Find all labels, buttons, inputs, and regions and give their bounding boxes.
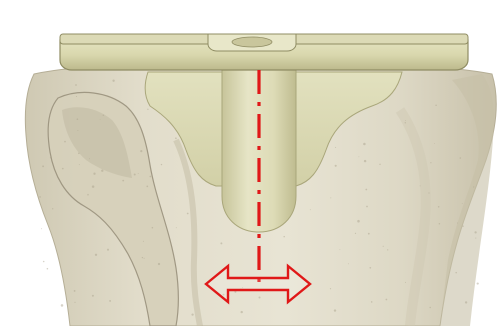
bone-speckle	[152, 227, 154, 229]
bone-speckle	[371, 301, 373, 303]
bone-speckle	[477, 283, 479, 285]
bone-speckle	[93, 173, 95, 175]
bone-speckle	[386, 299, 388, 301]
bone-speckle	[439, 223, 441, 225]
bone-speckle	[140, 150, 142, 152]
bone-speckle	[339, 249, 340, 250]
bone-speckle	[455, 272, 457, 274]
bone-speckle	[387, 249, 388, 250]
bone-speckle	[475, 238, 476, 239]
bone-speckle	[75, 84, 77, 86]
bone-speckle	[366, 206, 368, 208]
bone-speckle	[435, 104, 437, 106]
bone-speckle	[355, 233, 356, 234]
bone-speckle	[457, 222, 458, 223]
bone-speckle	[74, 290, 76, 292]
bone-speckle	[143, 241, 144, 242]
bone-speckle	[334, 309, 336, 311]
bone-speckle	[95, 254, 97, 256]
bone-speckle	[100, 119, 101, 120]
bone-speckle	[330, 288, 331, 289]
bone-speckle	[220, 242, 222, 244]
bone-speckle	[64, 141, 66, 143]
bone-speckle	[78, 153, 80, 155]
bone-speckle	[77, 118, 79, 120]
bone-speckle	[109, 300, 111, 302]
bone-speckle	[50, 157, 51, 158]
bone-speckle	[103, 115, 104, 116]
bone-speckle	[335, 165, 337, 167]
bone-speckle	[76, 96, 77, 97]
bone-speckle	[473, 186, 474, 187]
bone-speckle	[405, 120, 406, 121]
bone-speckle	[358, 156, 359, 157]
bone-speckle	[405, 122, 406, 123]
bone-speckle	[460, 157, 462, 159]
bone-speckle	[258, 296, 260, 298]
bone-speckle	[39, 196, 41, 198]
bone-speckle	[175, 137, 177, 139]
bone-speckle	[112, 80, 114, 82]
bone-speckle	[158, 263, 160, 265]
bone-speckle	[283, 236, 285, 238]
bone-speckle	[348, 263, 349, 264]
bone-speckle	[335, 147, 336, 148]
bone-speckle	[474, 231, 476, 233]
bone-speckle	[191, 313, 193, 315]
bone-speckle	[430, 162, 431, 163]
bone-speckle	[365, 189, 367, 191]
bone-speckle	[462, 226, 463, 227]
bone-speckle	[364, 160, 366, 162]
bone-speckle	[89, 158, 90, 159]
bone-speckle	[241, 311, 243, 313]
bone-speckle	[146, 186, 148, 188]
bone-speckle	[87, 194, 89, 196]
bone-speckle	[107, 249, 109, 251]
bone-speckle	[428, 192, 429, 193]
bone-speckle	[357, 220, 360, 223]
bone-speckle	[434, 143, 435, 144]
bone-speckle	[363, 143, 366, 146]
bone-speckle	[79, 164, 80, 165]
bone-speckle	[147, 109, 148, 110]
bone-speckle	[438, 206, 440, 208]
bone-speckle	[42, 165, 44, 167]
bone-speckle	[77, 130, 78, 131]
bone-speckle	[420, 185, 421, 186]
bone-speckle	[187, 213, 189, 215]
bone-speckle	[142, 257, 143, 258]
bone-speckle	[61, 304, 64, 307]
bone-speckle	[368, 233, 370, 235]
bone-speckle	[429, 307, 430, 308]
bone-speckle	[134, 173, 136, 175]
bone-speckle	[161, 164, 162, 165]
bone-speckle	[369, 267, 371, 269]
bone-speckle	[43, 261, 45, 263]
bone-speckle	[383, 246, 384, 247]
bone-speckle	[41, 228, 42, 229]
bone-speckle	[92, 185, 95, 188]
bone-speckle	[122, 180, 124, 182]
bone-speckle	[138, 173, 139, 174]
bone-speckle	[405, 282, 406, 283]
bone-speckle	[462, 203, 463, 204]
bone-speckle	[74, 302, 75, 303]
bone-speckle	[310, 209, 311, 210]
bone-speckle	[92, 295, 94, 297]
bone-speckle	[176, 227, 177, 228]
bone-speckle	[465, 301, 467, 303]
bone-speckle	[330, 197, 331, 198]
bone-speckle	[47, 268, 49, 270]
bone-speckle	[144, 258, 145, 259]
bone-speckle	[379, 164, 380, 165]
bone-speckle	[101, 169, 103, 171]
bone-speckle	[62, 168, 64, 170]
bone-speckle	[52, 208, 53, 209]
bone-speckle	[149, 176, 151, 178]
tray-center-hole	[232, 37, 272, 47]
